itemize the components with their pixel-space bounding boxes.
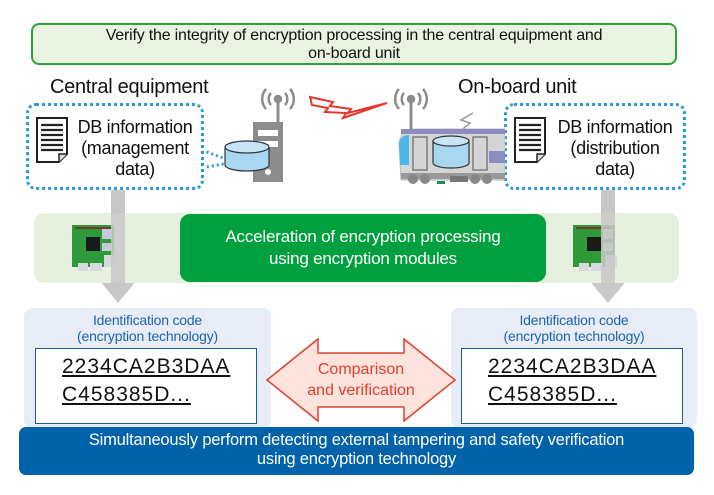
acceleration-line2: using encryption modules xyxy=(269,249,457,268)
arrow-shaft-overlay xyxy=(601,213,615,283)
comparison-line2: and verification xyxy=(307,382,415,399)
wireless-signal-bolt-icon xyxy=(308,95,388,120)
comparison-arrow: Comparison and verification xyxy=(265,335,457,425)
onboard-unit-title: On-board unit xyxy=(458,76,577,98)
db-line1: DB information xyxy=(77,117,193,137)
id-label-line2: (encryption technology) xyxy=(77,328,218,344)
central-db-text: DB information (management data) xyxy=(69,117,201,180)
central-db-info-box: DB information (management data) xyxy=(26,103,204,190)
top-banner-line2: on-board unit xyxy=(308,45,400,62)
db-line2: (management xyxy=(81,138,189,158)
bottom-banner: Simultaneously perform detecting externa… xyxy=(19,427,694,475)
comparison-label: Comparison and verification xyxy=(265,359,457,401)
bottom-banner-line1: Simultaneously perform detecting externa… xyxy=(88,431,625,449)
double-arrow-icon xyxy=(265,337,457,423)
id-label-line1: Identification code xyxy=(92,312,203,328)
db-line3: data) xyxy=(595,159,635,179)
database-cylinder-icon xyxy=(432,135,470,169)
db-line1: DB information xyxy=(557,117,673,137)
document-icon xyxy=(36,117,68,163)
db-line3: data) xyxy=(115,159,155,179)
id-label: Identification code (encryption technolo… xyxy=(451,312,697,344)
identification-code-box: 2234CA2B3DAA C458385D... xyxy=(461,348,683,424)
central-equipment-title: Central equipment xyxy=(50,76,209,98)
acceleration-box: Acceleration of encryption processing us… xyxy=(180,214,546,282)
document-icon xyxy=(514,117,546,163)
id-label-line1: Identification code xyxy=(519,312,629,328)
comparison-line1: Comparison xyxy=(317,361,405,378)
arrow-shaft-overlay xyxy=(111,213,125,283)
database-cylinder-icon xyxy=(224,140,270,172)
code-line2: C458385D... xyxy=(62,383,191,406)
encryption-module-board-icon xyxy=(72,225,116,271)
identification-code-box: 2234CA2B3DAA C458385D... xyxy=(35,348,257,424)
acceleration-line1: Acceleration of encryption processing xyxy=(225,227,501,246)
onboard-identification-panel: Identification code (encryption technolo… xyxy=(451,308,697,428)
identification-code: 2234CA2B3DAA C458385D... xyxy=(488,353,656,409)
code-line1: 2234CA2B3DAA xyxy=(488,355,657,378)
top-banner-line1: Verify the integrity of encryption proce… xyxy=(105,27,603,44)
db-line2: (distribution xyxy=(570,138,660,158)
central-identification-panel: Identification code (encryption technolo… xyxy=(24,308,271,428)
onboard-db-text: DB information (distribution data) xyxy=(549,117,681,180)
bottom-banner-line2: using encryption technology xyxy=(256,450,457,468)
id-label: Identification code (encryption technolo… xyxy=(24,312,271,344)
wireless-antenna-icon xyxy=(394,88,428,130)
code-line1: 2234CA2B3DAA xyxy=(62,355,231,378)
code-line2: C458385D... xyxy=(488,383,617,406)
wireless-antenna-icon xyxy=(261,88,295,110)
top-banner: Verify the integrity of encryption proce… xyxy=(31,23,677,65)
onboard-db-info-box: DB information (distribution data) xyxy=(504,103,686,190)
communication-illustration xyxy=(224,88,505,184)
identification-code: 2234CA2B3DAA C458385D... xyxy=(62,353,230,409)
id-label-line2: (encryption technology) xyxy=(503,328,645,344)
